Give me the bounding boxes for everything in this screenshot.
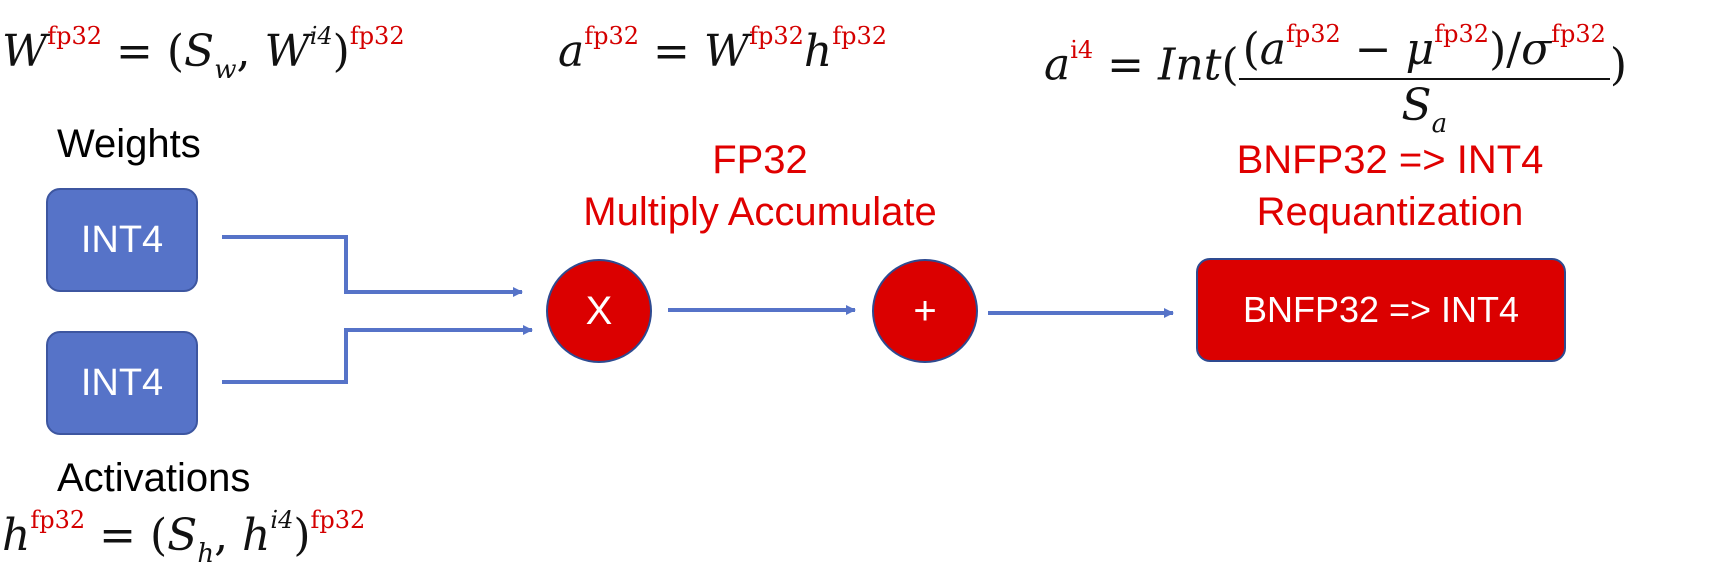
eq-symbol: a bbox=[1044, 39, 1071, 91]
mac-stage-label: FP32 Multiply Accumulate bbox=[530, 134, 990, 238]
eq-symbol: W bbox=[264, 26, 310, 77]
activations-connector bbox=[222, 325, 533, 384]
eq-superscript: fp32 bbox=[1434, 20, 1490, 48]
eq-superscript: fp32 bbox=[832, 22, 888, 50]
eq-numerator: (afp32 − μfp32)/σfp32 bbox=[1238, 22, 1610, 80]
eq-denominator: Sa bbox=[1239, 80, 1610, 138]
eq-subscript: w bbox=[214, 55, 237, 85]
eq-superscript: fp32 bbox=[1286, 20, 1341, 48]
eq-symbol: W bbox=[703, 26, 750, 77]
eq-subscript: h bbox=[197, 539, 215, 569]
weights-connector bbox=[222, 235, 523, 297]
eq-text: = bbox=[1093, 39, 1159, 91]
weights-label: Weights bbox=[57, 122, 201, 166]
eq-text: ) bbox=[293, 510, 311, 561]
eq-text: , bbox=[214, 510, 243, 561]
mac-label-line2: Multiply Accumulate bbox=[583, 190, 937, 234]
eq-symbol: h bbox=[242, 510, 271, 561]
eq-symbol: S bbox=[184, 26, 215, 77]
eq-text: = ( bbox=[102, 26, 185, 77]
eq-text: , bbox=[236, 26, 265, 77]
add-node: + bbox=[872, 259, 978, 363]
eq-subscript: a bbox=[1431, 109, 1448, 139]
eq-text: − bbox=[1340, 24, 1406, 75]
eq-text: )/ bbox=[1489, 24, 1522, 75]
eq-superscript: i4 bbox=[309, 22, 333, 50]
requant-label-line2: Requantization bbox=[1256, 190, 1524, 234]
eq-superscript: fp32 bbox=[47, 22, 103, 50]
eq-text: ( bbox=[1221, 39, 1239, 91]
weight-equation: Wfp32 = (Sw, Wi4)fp32 bbox=[2, 24, 405, 83]
eq-superscript: fp32 bbox=[584, 22, 640, 50]
requantization-box: BNFP32 => INT4 bbox=[1196, 258, 1566, 362]
eq-text: = bbox=[639, 26, 704, 77]
eq-symbol: a bbox=[1259, 24, 1287, 75]
eq-superscript: i4 bbox=[270, 506, 294, 534]
eq-text: ) bbox=[1609, 39, 1628, 91]
activations-label: Activations bbox=[57, 456, 251, 500]
eq-symbol: σ bbox=[1521, 24, 1552, 75]
eq-superscript: i4 bbox=[1070, 35, 1094, 64]
eq-symbol: a bbox=[558, 26, 585, 77]
eq-symbol: S bbox=[1401, 80, 1432, 131]
eq-symbol: μ bbox=[1405, 24, 1435, 75]
requant-stage-label: BNFP32 => INT4 Requantization bbox=[1160, 134, 1620, 238]
eq-symbol: h bbox=[803, 26, 833, 77]
activation-equation: hfp32 = (Sh, hi4)fp32 bbox=[2, 508, 365, 567]
activations-int4-box: INT4 bbox=[46, 331, 198, 435]
requant-label-line1: BNFP32 => INT4 bbox=[1236, 138, 1544, 182]
accumulate-equation: afp32 = Wfp32hfp32 bbox=[558, 24, 887, 74]
weights-int4-box: INT4 bbox=[46, 188, 198, 292]
eq-symbol: h bbox=[2, 510, 31, 561]
eq-superscript: fp32 bbox=[1551, 20, 1606, 48]
eq-text: ) bbox=[332, 26, 350, 77]
eq-symbol: S bbox=[167, 510, 198, 561]
eq-superscript: fp32 bbox=[349, 22, 405, 50]
multiply-node: X bbox=[546, 259, 652, 363]
eq-symbol: W bbox=[2, 26, 48, 77]
eq-text: = ( bbox=[85, 510, 168, 561]
eq-function: Int bbox=[1158, 39, 1222, 91]
mac-label-line1: FP32 bbox=[712, 138, 808, 182]
eq-superscript: fp32 bbox=[749, 22, 804, 50]
eq-superscript: fp32 bbox=[30, 506, 86, 534]
eq-superscript: fp32 bbox=[310, 506, 366, 534]
eq-text: ( bbox=[1242, 24, 1260, 75]
